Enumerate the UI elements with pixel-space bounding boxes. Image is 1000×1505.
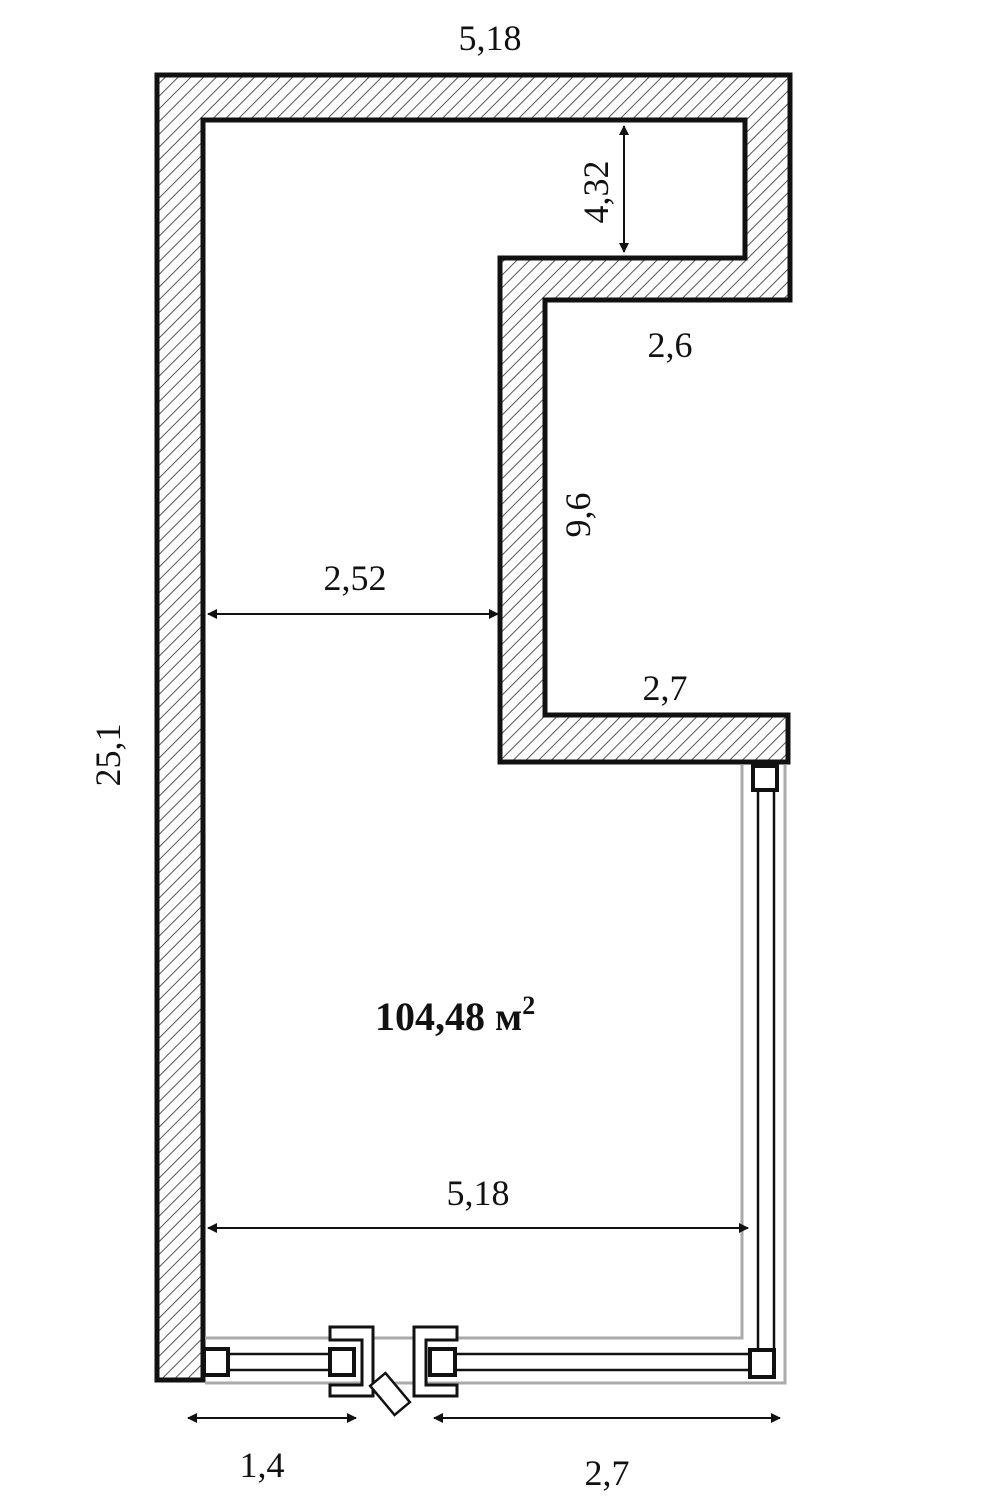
- label-window-right: 2,7: [585, 1453, 630, 1493]
- label-bottom-width: 5,18: [447, 1173, 510, 1213]
- label-ledge-width: 2,7: [643, 668, 688, 708]
- entrance-door: [328, 1325, 459, 1417]
- label-total-length: 25,1: [88, 724, 128, 787]
- wall: [154, 72, 793, 1383]
- label-top-width: 5,18: [459, 18, 522, 58]
- label-window-left: 1,4: [240, 1445, 285, 1485]
- label-niche-depth: 2,6: [648, 325, 693, 365]
- label-niche-height: 4,32: [576, 161, 616, 224]
- label-corridor-width: 2,52: [324, 558, 387, 598]
- area-label: 104,48 м2: [375, 991, 535, 1039]
- label-inner-wall-length: 9,6: [558, 493, 598, 538]
- window-right: [205, 764, 787, 1385]
- window-left: [202, 1347, 330, 1377]
